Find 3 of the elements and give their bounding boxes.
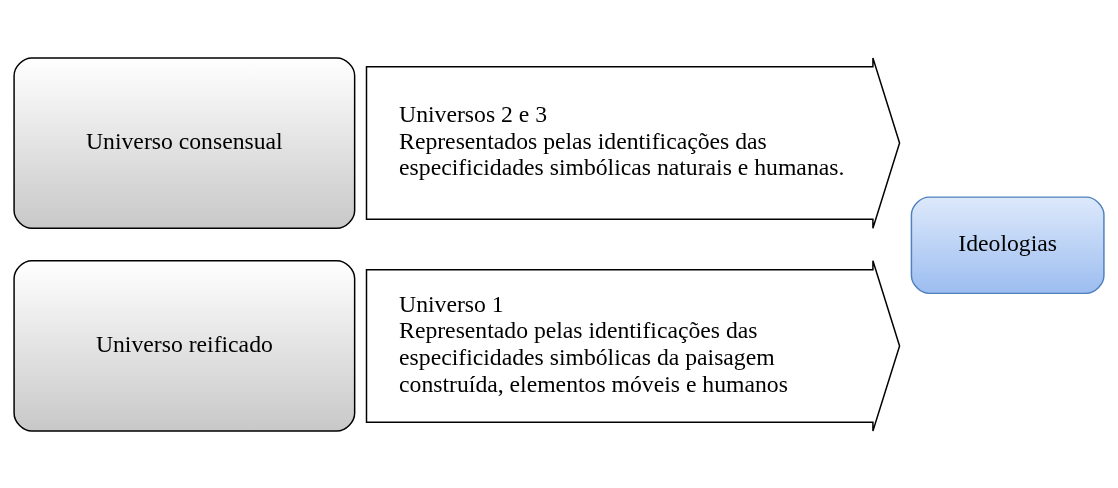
node-box: Universo consensual	[13, 56, 356, 229]
node-box: Universo reificado	[13, 259, 356, 432]
node-box: Ideologias	[910, 195, 1105, 294]
